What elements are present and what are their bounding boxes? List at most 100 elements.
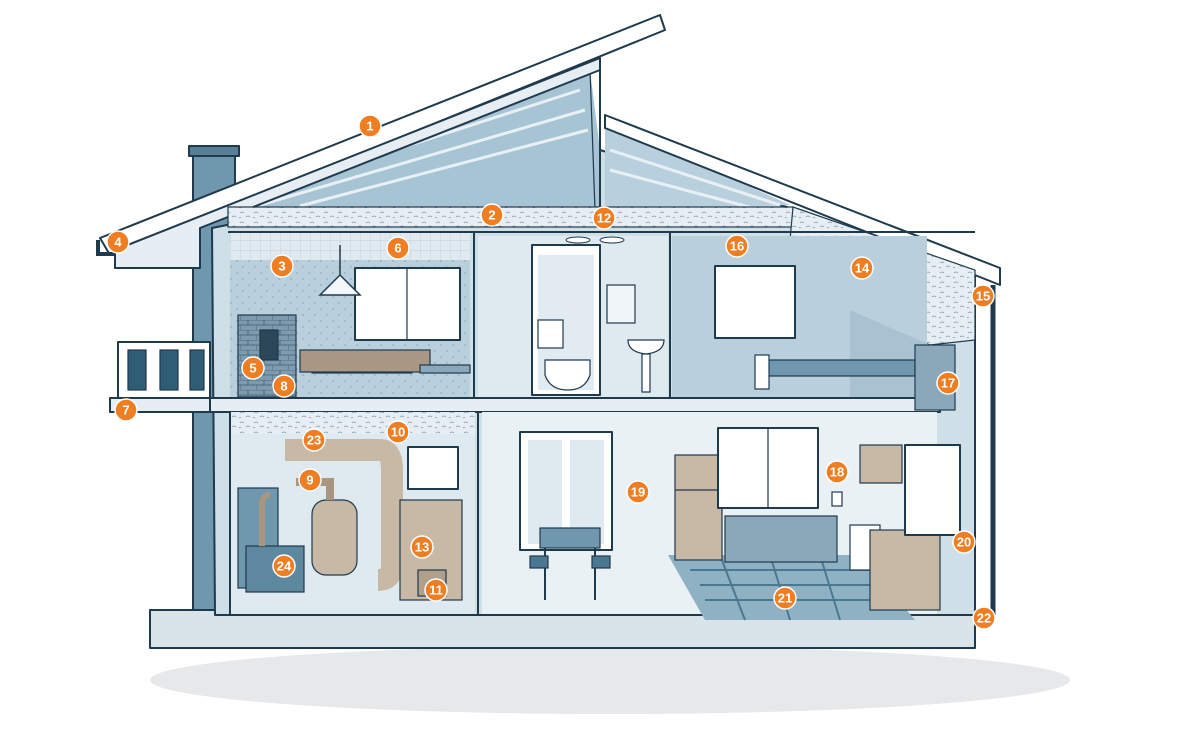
ground-shadow bbox=[150, 646, 1070, 714]
pendant-lamp bbox=[318, 245, 362, 296]
callout-8[interactable]: 8 bbox=[272, 374, 296, 398]
callout-24[interactable]: 24 bbox=[272, 554, 296, 578]
callout-marker bbox=[298, 468, 322, 492]
sofa bbox=[299, 349, 431, 373]
chimney-cap bbox=[188, 145, 240, 157]
roof-left bbox=[99, 14, 666, 256]
attic-insulation bbox=[227, 206, 794, 228]
callout-23[interactable]: 23 bbox=[302, 428, 326, 452]
callout-5[interactable]: 5 bbox=[241, 356, 265, 380]
side-counter bbox=[869, 529, 941, 611]
floor-insulation bbox=[230, 412, 475, 434]
toilet bbox=[544, 359, 591, 391]
callout-label: 23 bbox=[307, 433, 321, 448]
water-heater bbox=[311, 499, 358, 576]
callout-marker bbox=[302, 428, 326, 452]
callout-label: 16 bbox=[730, 239, 744, 254]
callout-label: 4 bbox=[114, 235, 122, 250]
callout-marker bbox=[971, 284, 995, 308]
callout-marker bbox=[424, 578, 448, 602]
callout-label: 17 bbox=[941, 376, 955, 391]
callout-label: 15 bbox=[976, 289, 990, 304]
callout-7[interactable]: 7 bbox=[114, 398, 138, 422]
callout-label: 12 bbox=[597, 211, 611, 226]
callout-marker bbox=[626, 480, 650, 504]
kitchen-floor-tiles bbox=[668, 555, 915, 620]
callout-11[interactable]: 11 bbox=[424, 578, 448, 602]
coffee-table bbox=[419, 364, 471, 374]
callout-marker bbox=[272, 374, 296, 398]
callout-label: 14 bbox=[855, 261, 870, 276]
callout-marker bbox=[972, 606, 996, 630]
callout-label: 24 bbox=[277, 559, 292, 574]
ceiling-tiles bbox=[230, 232, 470, 260]
washbasin bbox=[627, 339, 665, 393]
gutter-left bbox=[96, 240, 114, 256]
callout-4[interactable]: 4 bbox=[106, 230, 130, 254]
callout-label: 18 bbox=[830, 465, 844, 480]
callout-marker bbox=[725, 234, 749, 258]
ventilation-duct bbox=[285, 439, 403, 591]
callout-marker bbox=[270, 254, 294, 278]
callout-marker bbox=[106, 230, 130, 254]
callout-label: 19 bbox=[631, 485, 645, 500]
callout-marker bbox=[850, 256, 874, 280]
callout-3[interactable]: 3 bbox=[270, 254, 294, 278]
callout-marker bbox=[773, 586, 797, 610]
callout-18[interactable]: 18 bbox=[825, 460, 849, 484]
callout-17[interactable]: 17 bbox=[936, 371, 960, 395]
callout-marker bbox=[592, 206, 616, 230]
wall-outlet bbox=[831, 491, 843, 507]
callout-label: 3 bbox=[278, 259, 285, 274]
callout-14[interactable]: 14 bbox=[850, 256, 874, 280]
callout-6[interactable]: 6 bbox=[386, 236, 410, 260]
callout-label: 5 bbox=[249, 361, 256, 376]
callout-marker bbox=[272, 554, 296, 578]
callout-22[interactable]: 22 bbox=[972, 606, 996, 630]
callout-marker bbox=[386, 420, 410, 444]
callout-label: 9 bbox=[306, 473, 313, 488]
fridge bbox=[674, 454, 723, 561]
callout-label: 10 bbox=[391, 425, 405, 440]
window-utility bbox=[407, 446, 459, 490]
callout-marker bbox=[952, 530, 976, 554]
callout-marker bbox=[410, 535, 434, 559]
callout-10[interactable]: 10 bbox=[386, 420, 410, 444]
callout-label: 2 bbox=[488, 208, 495, 223]
callout-marker bbox=[114, 398, 138, 422]
intermediate-floor bbox=[204, 397, 941, 413]
callout-19[interactable]: 19 bbox=[626, 480, 650, 504]
callout-label: 20 bbox=[957, 535, 971, 550]
window-bedroom bbox=[714, 265, 796, 339]
callout-15[interactable]: 15 bbox=[971, 284, 995, 308]
window-side bbox=[904, 444, 961, 536]
callout-label: 13 bbox=[415, 540, 429, 555]
range-hood bbox=[859, 444, 903, 484]
callout-1[interactable]: 1 bbox=[358, 114, 382, 138]
callout-marker bbox=[825, 460, 849, 484]
callout-marker bbox=[241, 356, 265, 380]
callout-label: 8 bbox=[280, 379, 287, 394]
callout-label: 22 bbox=[977, 611, 991, 626]
callout-label: 11 bbox=[429, 583, 443, 598]
callout-marker bbox=[386, 236, 410, 260]
bathroom-mirror bbox=[606, 284, 636, 324]
callout-label: 6 bbox=[394, 241, 401, 256]
callout-marker bbox=[936, 371, 960, 395]
bed bbox=[764, 359, 916, 377]
callout-9[interactable]: 9 bbox=[298, 468, 322, 492]
callout-16[interactable]: 16 bbox=[725, 234, 749, 258]
callout-label: 7 bbox=[122, 403, 129, 418]
kitchen-counter bbox=[724, 515, 838, 563]
callout-13[interactable]: 13 bbox=[410, 535, 434, 559]
callout-21[interactable]: 21 bbox=[773, 586, 797, 610]
callout-12[interactable]: 12 bbox=[592, 206, 616, 230]
callout-marker bbox=[480, 203, 504, 227]
dining-table bbox=[539, 527, 601, 549]
callout-20[interactable]: 20 bbox=[952, 530, 976, 554]
toilet-tank bbox=[537, 319, 564, 349]
callout-2[interactable]: 2 bbox=[480, 203, 504, 227]
callout-marker bbox=[358, 114, 382, 138]
